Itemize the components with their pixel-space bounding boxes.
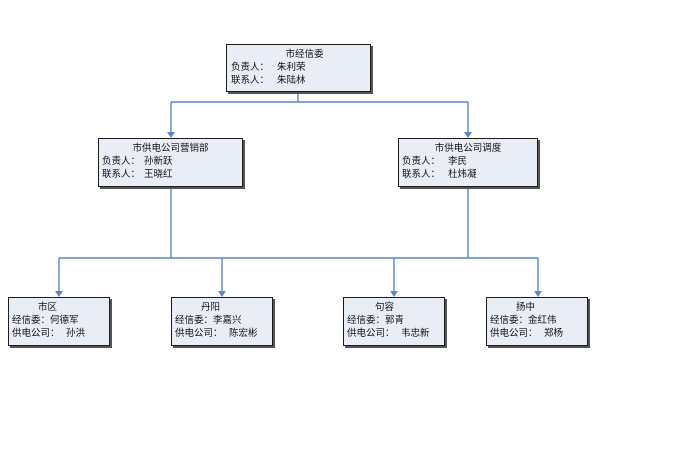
- row-value: 金红伟: [528, 315, 557, 326]
- node-row-contact: 联系人： 杜炜凝: [402, 168, 534, 181]
- node-row-commission: 经信委：金红伟: [490, 314, 584, 327]
- row-value: 郭青: [385, 315, 405, 326]
- node-title: 句容: [375, 302, 395, 313]
- node-district-danyang: 丹阳 经信委：李嘉兴 供电公司： 陈宏彬: [171, 297, 273, 346]
- row-label: 供电公司：: [347, 328, 395, 339]
- row-label: 负责人：: [231, 62, 270, 73]
- row-label: 供电公司：: [12, 328, 60, 339]
- node-title: 市区: [38, 302, 58, 313]
- row-label: 联系人：: [402, 169, 441, 180]
- node-row-responsible: 负责人： 李民: [402, 155, 534, 168]
- row-label: 经信委：: [347, 315, 386, 326]
- row-value: 韦忠新: [401, 328, 430, 339]
- row-value: 何德军: [50, 315, 79, 326]
- row-label: 经信委：: [490, 315, 529, 326]
- row-value: 李民: [448, 156, 468, 167]
- node-row-power-company: 供电公司： 郑杨: [490, 327, 584, 340]
- node-root: 市经信委 负责人： 朱利荣 联系人： 朱陆林: [226, 44, 371, 92]
- row-label: 供电公司：: [490, 328, 538, 339]
- row-value: 孙新跃: [144, 156, 173, 167]
- row-value: 杜炜凝: [448, 169, 477, 180]
- node-row-power-company: 供电公司： 陈宏彬: [175, 327, 269, 340]
- node-row-power-company: 供电公司： 韦忠新: [347, 327, 441, 340]
- node-row-responsible: 负责人：孙新跃: [102, 155, 239, 168]
- node-row-commission: 经信委：何德军: [12, 314, 106, 327]
- row-value: 朱陆林: [277, 75, 306, 86]
- node-row-commission: 经信委：郭青: [347, 314, 441, 327]
- row-value: 郑杨: [544, 328, 564, 339]
- node-row-commission: 经信委：李嘉兴: [175, 314, 269, 327]
- node-row-contact: 联系人： 朱陆林: [231, 74, 366, 87]
- node-title: 市供电公司调度: [434, 143, 502, 154]
- row-label: 负责人：: [402, 156, 441, 167]
- node-row-power-company: 供电公司： 孙洪: [12, 327, 106, 340]
- node-title: 市经信委: [285, 49, 324, 60]
- row-label: 经信委：: [175, 315, 214, 326]
- node-marketing-dept: 市供电公司营销部 负责人：孙新跃 联系人：王晓红: [98, 138, 243, 187]
- node-title: 丹阳: [201, 302, 221, 313]
- node-title: 扬中: [516, 302, 536, 313]
- row-value: 李嘉兴: [213, 315, 242, 326]
- node-row-responsible: 负责人： 朱利荣: [231, 61, 366, 74]
- node-district-yangzhong: 扬中 经信委：金红伟 供电公司： 郑杨: [486, 297, 588, 346]
- node-dispatch-dept: 市供电公司调度 负责人： 李民 联系人： 杜炜凝: [398, 138, 538, 187]
- node-row-contact: 联系人：王晓红: [102, 168, 239, 181]
- row-label: 负责人：: [102, 156, 141, 167]
- node-district-jurong: 句容 经信委：郭青 供电公司： 韦忠新: [343, 297, 445, 346]
- row-label: 联系人：: [231, 75, 270, 86]
- node-district-urban: 市区 经信委：何德军 供电公司： 孙洪: [8, 297, 110, 346]
- row-value: 王晓红: [144, 169, 173, 180]
- row-value: 陈宏彬: [229, 328, 258, 339]
- row-value: 朱利荣: [277, 62, 306, 73]
- node-title: 市供电公司营销部: [132, 143, 209, 154]
- row-label: 供电公司：: [175, 328, 223, 339]
- row-value: 孙洪: [66, 328, 86, 339]
- row-label: 联系人：: [102, 169, 141, 180]
- row-label: 经信委：: [12, 315, 51, 326]
